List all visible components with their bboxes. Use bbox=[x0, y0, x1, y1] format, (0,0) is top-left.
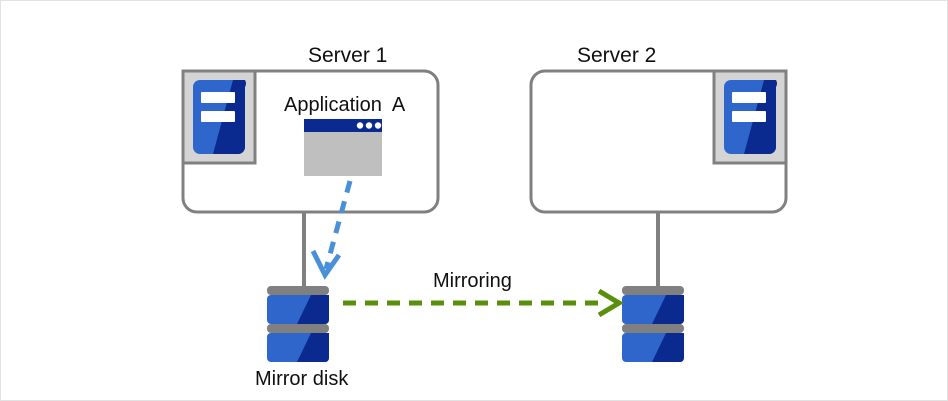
application-window-icon bbox=[304, 119, 382, 176]
application-window-icon-dot-1 bbox=[356, 122, 364, 129]
server-rack-icon-bar-2 bbox=[732, 111, 766, 122]
application-label: Application A bbox=[284, 94, 406, 116]
dashed-write-arrow-icon bbox=[310, 180, 353, 280]
application-window-icon-titlebar bbox=[304, 119, 382, 132]
server1-title: Server 1 bbox=[308, 44, 388, 67]
dashed-mirror-arrow-head bbox=[597, 288, 624, 318]
dashed-write-arrow-line bbox=[323, 180, 353, 270]
application-window-icon-dot-2 bbox=[365, 122, 373, 129]
dashed-write-arrow-head bbox=[310, 249, 342, 280]
disk2-plate-mid bbox=[622, 324, 684, 333]
disk2-platter-lower-dark bbox=[652, 333, 684, 362]
disk2-plate-top bbox=[622, 286, 684, 295]
server-rack-icon bbox=[712, 69, 788, 165]
application-window-icon-dot-3 bbox=[374, 122, 382, 129]
server2-title: Server 2 bbox=[577, 44, 657, 67]
mirror-disk-label: Mirror disk bbox=[255, 368, 349, 390]
disk1-platter-lower bbox=[267, 333, 329, 362]
disk1-platter-upper bbox=[267, 295, 329, 324]
server-rack-icon-body bbox=[193, 80, 246, 154]
disk-stack-icon bbox=[267, 286, 329, 362]
server-rack-icon-bar-1 bbox=[732, 92, 766, 103]
mirroring-label: Mirroring bbox=[433, 270, 512, 292]
disk2-platter-upper bbox=[622, 295, 684, 324]
disk1-platter-upper-dark bbox=[297, 295, 329, 324]
server2-group bbox=[529, 69, 788, 287]
disk1-plate-top bbox=[267, 286, 329, 295]
disk2-platter-lower bbox=[622, 333, 684, 362]
disk2-platter-upper-dark bbox=[652, 295, 684, 324]
disk-stack-icon bbox=[622, 286, 684, 362]
server-rack-icon bbox=[181, 69, 257, 165]
server-rack-icon-bar-1 bbox=[201, 92, 235, 103]
server1-group bbox=[181, 69, 440, 287]
dashed-mirror-arrow-icon bbox=[343, 288, 624, 318]
disk1-plate-mid bbox=[267, 324, 329, 333]
server-rack-icon-body bbox=[724, 80, 777, 154]
server-rack-icon-bar-2 bbox=[201, 111, 235, 122]
disk1-platter-lower-dark bbox=[297, 333, 329, 362]
